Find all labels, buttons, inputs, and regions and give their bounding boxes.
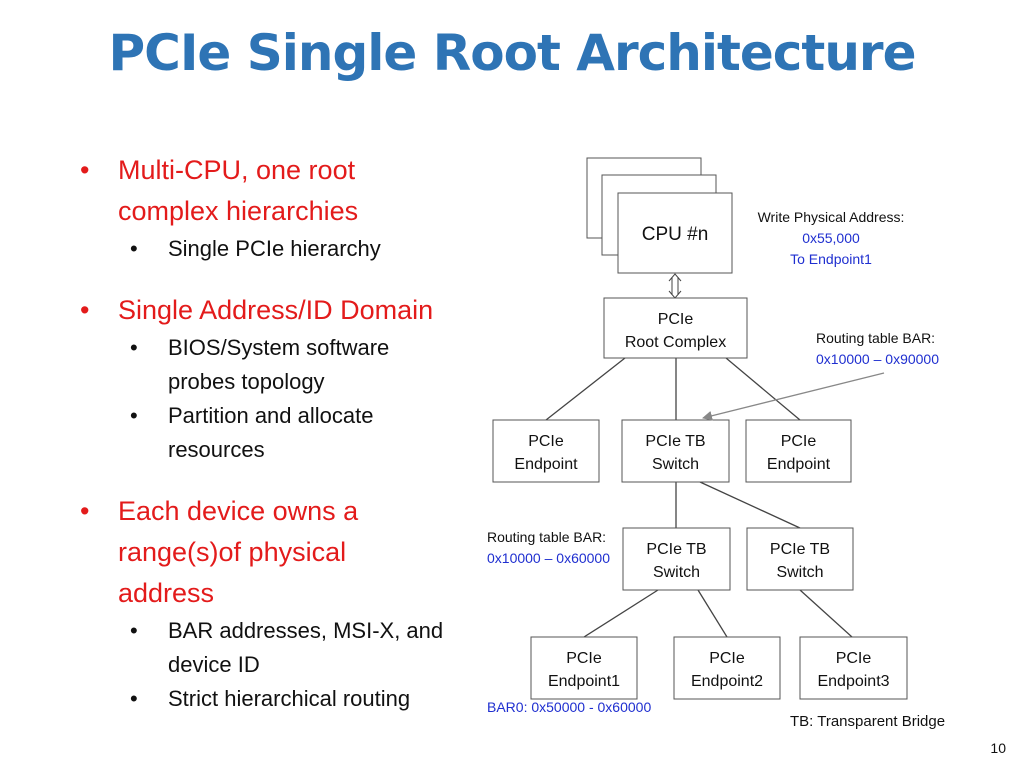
svg-text:PCIe: PCIe — [709, 650, 745, 667]
svg-text:PCIe TB: PCIe TB — [770, 541, 830, 558]
bullet-sub-line: Single PCIe hierarchy — [168, 236, 381, 261]
link-tb-top-tb-right — [699, 481, 801, 529]
svg-text:Endpoint1: Endpoint1 — [548, 673, 620, 690]
bullet-list: Multi-CPU, one root complex hierarchiesSi… — [80, 150, 500, 716]
legend-transparent-bridge: TB: Transparent Bridge — [790, 713, 945, 730]
svg-text:PCIe: PCIe — [528, 433, 564, 450]
cpu-label: CPU #n — [642, 224, 709, 245]
link-rc-endpoint-right — [725, 357, 801, 421]
annotation-write-address: Write Physical Address: 0x55,000 To Endp… — [758, 209, 905, 267]
bullet-sub: BAR addresses, MSI-X, and device ID — [80, 614, 500, 682]
svg-text:PCIe TB: PCIe TB — [645, 433, 705, 450]
bullet-main-line: Multi-CPU, one root — [118, 155, 356, 185]
bullet-main-line: address — [118, 578, 215, 608]
svg-text:Switch: Switch — [776, 564, 823, 581]
routing-left-range: 0x10000 – 0x60000 — [487, 550, 610, 566]
svg-text:Switch: Switch — [653, 564, 700, 581]
cpu-box-front — [617, 192, 733, 274]
bar0-annotation: BAR0: 0x50000 - 0x60000 — [487, 699, 651, 715]
svg-text:PCIe: PCIe — [781, 433, 817, 450]
bullet-sub: Partition and allocate resources — [80, 399, 500, 467]
slide-title: PCIe Single Root Architecture — [108, 24, 916, 82]
annotation-routing-left: Routing table BAR: 0x10000 – 0x60000 — [487, 529, 610, 566]
svg-text:PCIe: PCIe — [658, 311, 694, 328]
node-endpoint2: PCIe Endpoint2 — [673, 636, 781, 700]
bullet-sub: Single PCIe hierarchy — [80, 232, 500, 266]
node-endpoint3: PCIe Endpoint3 — [799, 636, 908, 700]
node-tb-switch-top: PCIe TB Switch — [621, 419, 730, 483]
routing-top-label: Routing table BAR: — [816, 330, 935, 346]
write-label: Write Physical Address: — [758, 209, 905, 225]
node-root-complex: PCIe Root Complex — [603, 297, 748, 359]
routing-arrow — [702, 372, 885, 421]
annotation-routing-top: Routing table BAR: 0x10000 – 0x90000 — [816, 330, 939, 367]
routing-left-label: Routing table BAR: — [487, 529, 606, 545]
link-rc-endpoint-left — [545, 357, 626, 421]
svg-text:PCIe TB: PCIe TB — [646, 541, 706, 558]
svg-text:Switch: Switch — [652, 456, 699, 473]
node-tb-switch-left: PCIe TB Switch — [622, 527, 731, 591]
bullet-sub-line: probes topology — [168, 369, 325, 394]
bullet-sub-line: resources — [168, 437, 265, 462]
bullet-main-line: complex hierarchies — [118, 196, 359, 226]
svg-text:Root Complex: Root Complex — [625, 334, 726, 351]
bullet-sub: Strict hierarchical routing — [80, 682, 500, 716]
link-tb-right-endpoint3 — [799, 589, 853, 638]
node-endpoint-left: PCIe Endpoint — [492, 419, 600, 483]
bullet-main-line: Each device owns a — [118, 496, 359, 526]
bullet-main: Each device owns a range(s)of physical add… — [80, 491, 500, 614]
svg-text:Endpoint3: Endpoint3 — [817, 673, 889, 690]
node-tb-switch-right: PCIe TB Switch — [746, 527, 854, 591]
page-number: 10 — [990, 740, 1006, 756]
link-tb-left-endpoint2 — [697, 589, 728, 638]
bullet-main: Single Address/ID Domain — [80, 290, 500, 331]
bullet-sub-line: Partition and allocate — [168, 403, 374, 428]
bullet-sub: BIOS/System software probes topology — [80, 331, 500, 399]
write-target: To Endpoint1 — [790, 251, 872, 267]
svg-text:Endpoint2: Endpoint2 — [691, 673, 763, 690]
svg-text:Endpoint: Endpoint — [514, 456, 578, 473]
bullet-sub-line: Strict hierarchical routing — [168, 686, 411, 711]
bullet-sub-line: BIOS/System software — [168, 335, 390, 360]
link-tb-left-endpoint1 — [583, 589, 659, 638]
bullet-main-line: range(s)of physical — [118, 537, 347, 567]
bullet-main: Multi-CPU, one root complex hierarchies — [80, 150, 500, 232]
node-endpoint-right: PCIe Endpoint — [745, 419, 852, 483]
node-endpoint1: PCIe Endpoint1 — [530, 636, 638, 700]
write-address: 0x55,000 — [802, 230, 860, 246]
bullet-sub-line: device ID — [168, 652, 260, 677]
connection-lines — [545, 357, 853, 638]
svg-text:PCIe: PCIe — [566, 650, 602, 667]
cpu-root-bidirectional-arrow — [668, 273, 682, 299]
routing-top-range: 0x10000 – 0x90000 — [816, 351, 939, 367]
cpu-stack: CPU #n — [586, 157, 733, 274]
bullet-main-line: Single Address/ID Domain — [118, 295, 434, 325]
svg-text:PCIe: PCIe — [836, 650, 872, 667]
bullet-sub-line: BAR addresses, MSI-X, and — [168, 618, 444, 643]
svg-text:Endpoint: Endpoint — [767, 456, 831, 473]
